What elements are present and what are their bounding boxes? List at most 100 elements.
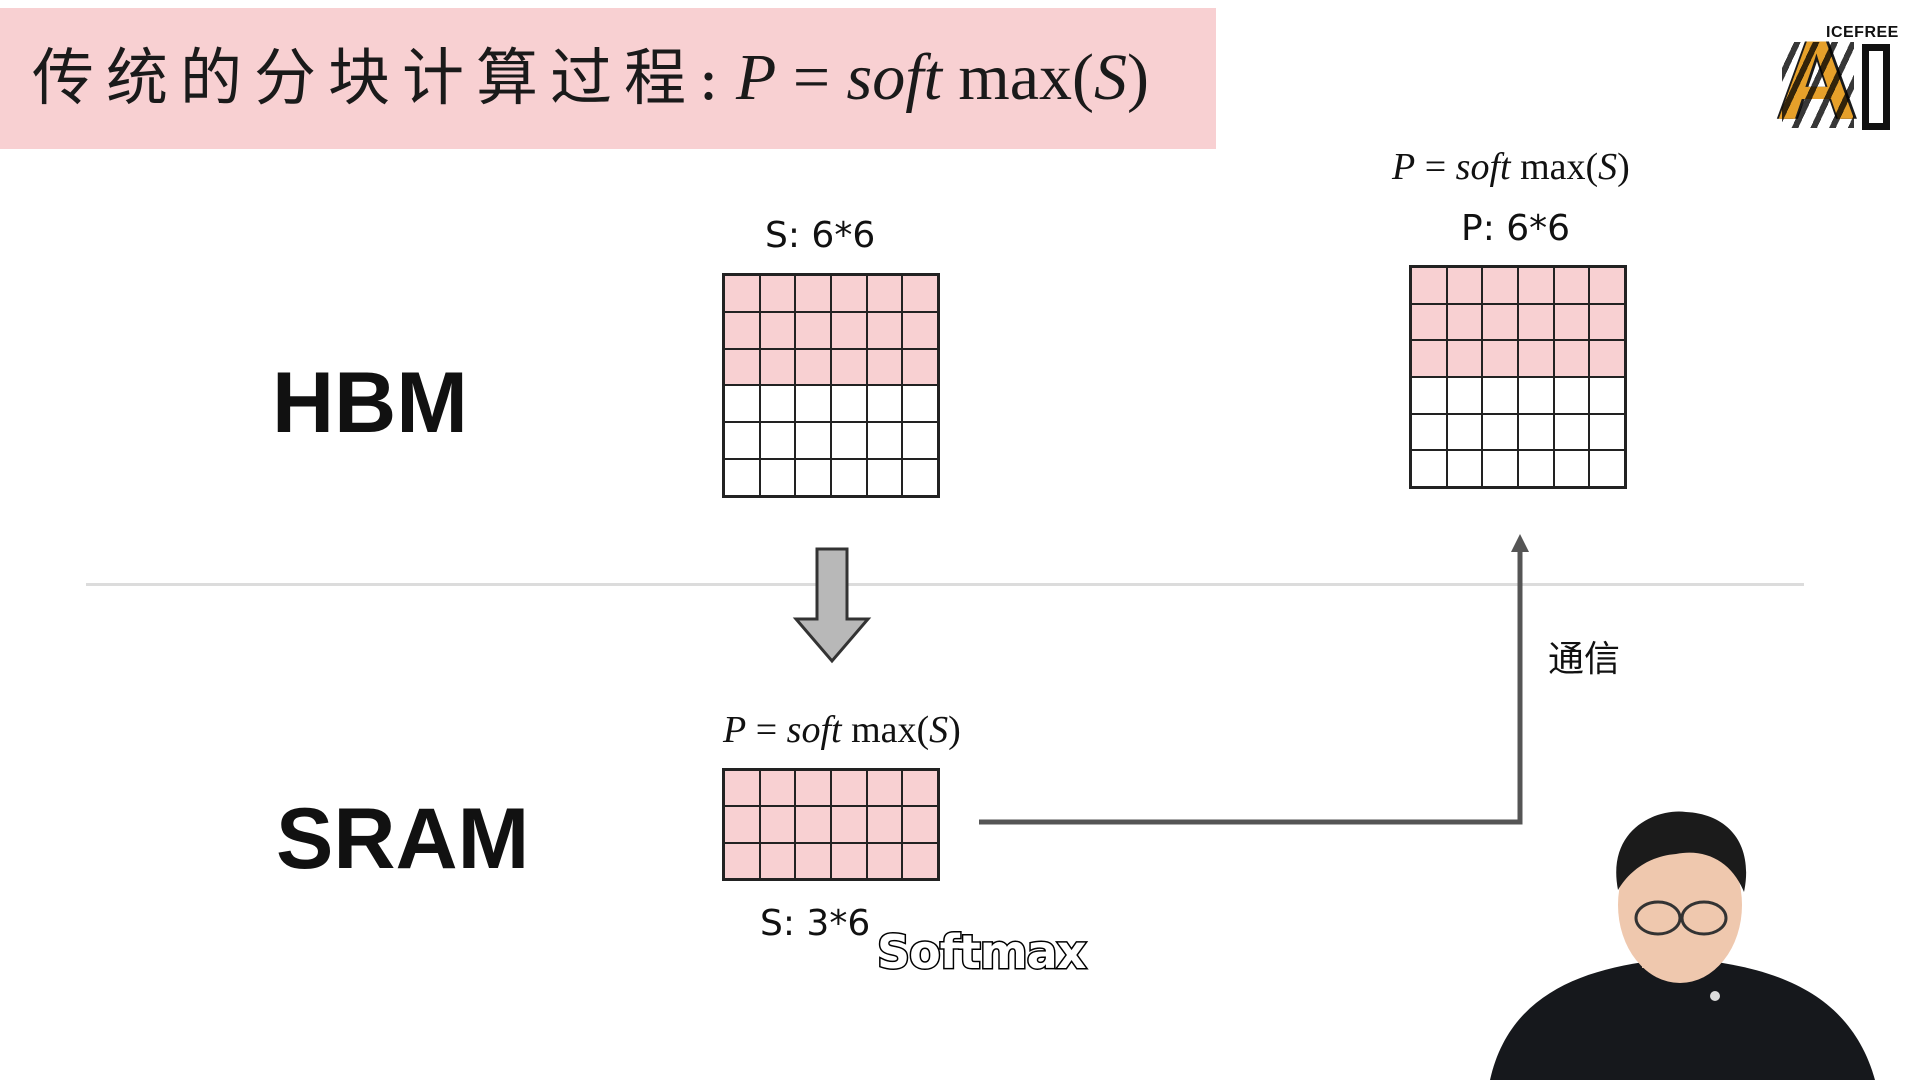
s-matrix-cell bbox=[866, 385, 903, 423]
p-matrix-cell bbox=[1482, 413, 1518, 451]
logo-letter: A bbox=[1776, 18, 1857, 143]
s-matrix-cell bbox=[759, 385, 796, 423]
p-matrix-cell bbox=[1589, 303, 1625, 341]
p-matrix-cell bbox=[1518, 450, 1554, 487]
formula-rparen: ) bbox=[1617, 146, 1630, 188]
p-matrix-cell bbox=[1446, 450, 1483, 487]
p-matrix-cell bbox=[1518, 267, 1554, 304]
p-matrix-cell bbox=[1482, 340, 1518, 377]
p-matrix-cell bbox=[1411, 413, 1447, 451]
sram-block-cell bbox=[902, 842, 938, 879]
s-matrix-cell bbox=[724, 275, 760, 312]
sram-block-caption: S: 3*6 bbox=[760, 903, 871, 944]
s-matrix-caption: S: 6*6 bbox=[765, 215, 876, 256]
s-matrix-cell bbox=[795, 422, 831, 460]
p-matrix-cell bbox=[1446, 340, 1483, 377]
sram-block-cell bbox=[724, 806, 760, 843]
formula-fn-rest: max bbox=[1510, 146, 1586, 188]
s-matrix-cell bbox=[795, 348, 831, 386]
p-matrix-cell bbox=[1589, 377, 1625, 414]
sram-block-cell bbox=[724, 770, 760, 807]
p-matrix-cell bbox=[1446, 413, 1483, 451]
p-matrix-cell bbox=[1589, 450, 1625, 487]
sram-block-cell bbox=[724, 842, 760, 879]
s-matrix-cell bbox=[795, 311, 831, 349]
p-matrix-cell bbox=[1518, 340, 1554, 377]
p-matrix-cell bbox=[1446, 377, 1483, 414]
s-matrix-cell bbox=[831, 311, 867, 349]
presenter-shirt bbox=[1490, 958, 1875, 1080]
s-matrix-cell bbox=[831, 348, 867, 386]
s-matrix-cell bbox=[724, 422, 760, 460]
p-matrix-cell bbox=[1553, 303, 1590, 341]
p-matrix-cell bbox=[1518, 377, 1554, 414]
p-matrix-cell bbox=[1518, 413, 1554, 451]
formula-lparen: ( bbox=[916, 709, 930, 751]
formula-fn-rest: max bbox=[841, 709, 917, 751]
lapel-mic bbox=[1710, 991, 1720, 1001]
sram-formula: P = soft max(S) bbox=[723, 711, 961, 749]
p-matrix-cell bbox=[1446, 267, 1483, 304]
s-matrix-cell bbox=[866, 459, 903, 496]
sram-label: SRAM bbox=[276, 791, 530, 887]
s-matrix-cell bbox=[724, 459, 760, 496]
p-matrix-cell bbox=[1411, 340, 1447, 377]
p-matrix-grid bbox=[1409, 265, 1627, 489]
p-matrix-cell bbox=[1589, 413, 1625, 451]
sram-block-cell bbox=[795, 842, 831, 879]
sram-block-cell bbox=[902, 770, 938, 807]
p-matrix-cell bbox=[1553, 450, 1590, 487]
s-matrix-cell bbox=[759, 311, 796, 349]
formula-eq: = bbox=[1415, 146, 1456, 188]
formula-lhs: P bbox=[723, 709, 747, 751]
sram-block-cell bbox=[831, 842, 867, 879]
presenter-video bbox=[1490, 811, 1875, 1080]
s-matrix-cell bbox=[902, 348, 938, 386]
formula-lparen: ( bbox=[1072, 41, 1095, 114]
s-matrix-cell bbox=[831, 275, 867, 312]
s-matrix-cell bbox=[866, 422, 903, 460]
communication-label: 通信 bbox=[1548, 639, 1621, 680]
s-matrix-cell bbox=[902, 385, 938, 423]
p-matrix-cell bbox=[1482, 377, 1518, 414]
s-matrix-cell bbox=[759, 422, 796, 460]
hbm-label: HBM bbox=[272, 355, 468, 451]
down-arrow-icon bbox=[792, 547, 872, 664]
s-matrix-cell bbox=[866, 275, 903, 312]
s-matrix-cell bbox=[724, 385, 760, 423]
logo-bar bbox=[1862, 44, 1890, 130]
p-matrix-cell bbox=[1482, 450, 1518, 487]
p-matrix-cell bbox=[1411, 303, 1447, 341]
p-matrix-cell bbox=[1411, 267, 1447, 304]
p-matrix-cell bbox=[1589, 267, 1625, 304]
slide-title: 传统的分块计算过程: P = soft max(S) bbox=[32, 38, 1149, 118]
p-matrix-cell bbox=[1589, 340, 1625, 377]
sram-block-cell bbox=[866, 842, 903, 879]
sram-block-cell bbox=[795, 806, 831, 843]
s-matrix-cell bbox=[795, 385, 831, 423]
video-subtitle: Softmax bbox=[875, 924, 1087, 981]
p-matrix-cell bbox=[1553, 377, 1590, 414]
s-matrix-cell bbox=[795, 459, 831, 496]
s-matrix-cell bbox=[866, 348, 903, 386]
s-matrix-cell bbox=[902, 422, 938, 460]
formula-lparen: ( bbox=[1585, 146, 1599, 188]
memory-divider bbox=[86, 583, 1804, 586]
p-formula: P = soft max(S) bbox=[1392, 148, 1630, 186]
s-matrix-cell bbox=[759, 459, 796, 496]
p-matrix-cell bbox=[1553, 340, 1590, 377]
title-banner: 传统的分块计算过程: P = soft max(S) bbox=[0, 8, 1216, 149]
sram-block-cell bbox=[831, 770, 867, 807]
s-matrix-grid bbox=[722, 273, 940, 498]
icefree-logo: A ICEFREE bbox=[1776, 18, 1900, 143]
formula-lhs: P bbox=[735, 41, 777, 114]
title-formula: P = soft max(S) bbox=[736, 41, 1149, 114]
sram-block-grid bbox=[722, 768, 940, 881]
s-matrix-cell bbox=[902, 311, 938, 349]
title-text-cn: 传统的分块计算过程: bbox=[32, 41, 731, 114]
formula-fn-italic: soft bbox=[786, 709, 842, 751]
p-matrix-cell bbox=[1411, 377, 1447, 414]
s-matrix-cell bbox=[759, 275, 796, 312]
formula-arg: S bbox=[929, 709, 949, 751]
formula-fn-rest: max bbox=[941, 41, 1073, 114]
